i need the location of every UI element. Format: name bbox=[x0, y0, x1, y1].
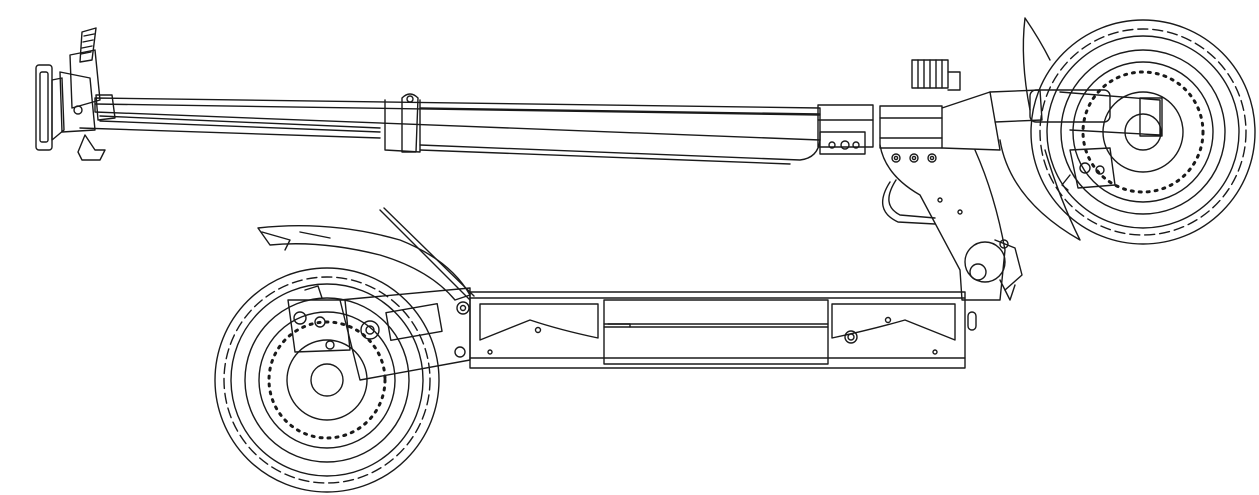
folding-hinge bbox=[879, 144, 1023, 331]
rear-suspension bbox=[339, 207, 475, 381]
fold-hook bbox=[888, 179, 936, 219]
stem-band bbox=[401, 93, 419, 153]
rear-fender bbox=[257, 225, 471, 301]
deck bbox=[469, 291, 966, 369]
handlebar-assembly bbox=[35, 27, 116, 161]
rear-strut bbox=[379, 209, 471, 301]
front-caliper bbox=[1069, 147, 1116, 189]
stem-clamp bbox=[817, 59, 1111, 163]
front-disc-brake bbox=[1072, 61, 1214, 203]
rear-disc-brake bbox=[258, 311, 396, 449]
rear-wheel bbox=[214, 267, 440, 493]
front-wheel bbox=[999, 17, 1256, 245]
brake-lever bbox=[77, 134, 106, 161]
charge-port bbox=[844, 330, 858, 344]
rear-caliper bbox=[287, 299, 351, 353]
handlebar-grip bbox=[79, 27, 97, 63]
folded-stem bbox=[79, 93, 821, 165]
display-console bbox=[35, 64, 53, 151]
